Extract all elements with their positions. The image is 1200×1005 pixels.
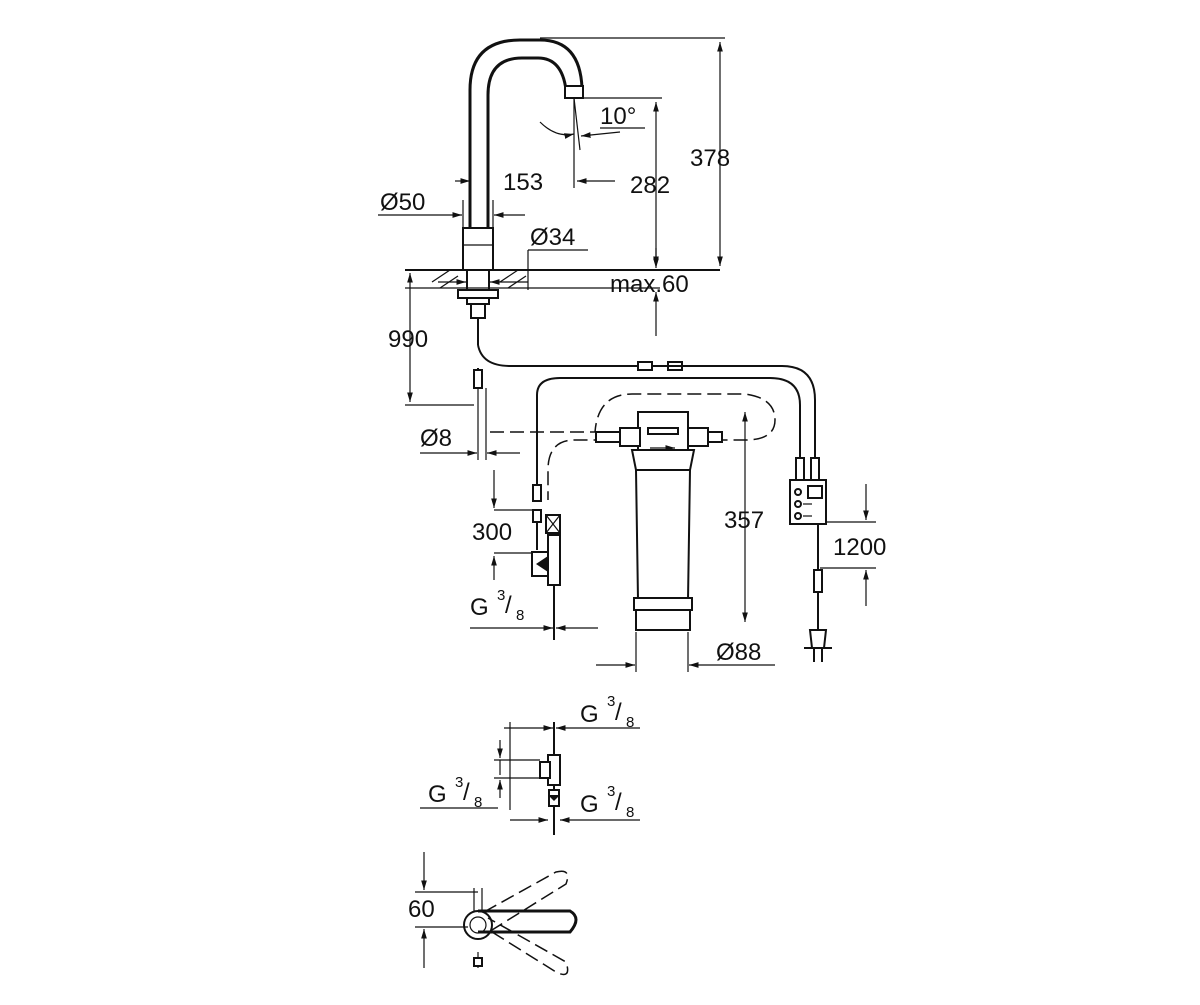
dim-filter-height: 357 xyxy=(724,412,764,622)
thread-numerator-3: 3 xyxy=(455,774,463,791)
dim-filter-diameter: Ø88 xyxy=(596,632,775,672)
dim-base-diameter: Ø50 xyxy=(378,189,525,228)
thread-tee-bottom: G 3 / 8 xyxy=(510,783,640,823)
svg-text:/: / xyxy=(505,592,512,619)
spout-outlet xyxy=(564,85,584,99)
filter-cartridge xyxy=(634,469,692,601)
faucet-hose xyxy=(473,318,816,460)
thread-numerator-1: 3 xyxy=(497,587,505,604)
dim-spout-reach: 153 xyxy=(455,169,615,196)
dashed-hose-route xyxy=(490,393,776,500)
thread-denominator-3: 8 xyxy=(474,794,482,811)
thread-prefix-2: G xyxy=(580,701,599,728)
dim-spout-angle: 10° xyxy=(539,97,645,188)
thread-numerator-4: 3 xyxy=(607,783,615,800)
label-base-diameter: Ø50 xyxy=(380,189,425,216)
label-total-height: 378 xyxy=(690,145,730,172)
label-hose-length: 990 xyxy=(388,326,428,353)
thread-tee-left: G 3 / 8 xyxy=(420,740,540,811)
label-shank-diameter: Ø34 xyxy=(530,224,575,251)
filter-unit xyxy=(595,411,723,631)
label-filter-height: 357 xyxy=(724,507,764,534)
thread-prefix-4: G xyxy=(580,791,599,818)
svg-text:/: / xyxy=(615,699,622,726)
label-hose-diameter: Ø8 xyxy=(420,425,452,452)
label-max-thickness: max.60 xyxy=(610,271,689,298)
thread-prefix-1: G xyxy=(470,594,489,621)
label-spout-height: 282 xyxy=(630,172,670,199)
supply-hose xyxy=(532,377,801,550)
t-connector-detail xyxy=(499,722,561,835)
thread-valve-bottom: G 3 / 8 xyxy=(470,587,598,631)
angle-valve xyxy=(531,514,561,640)
dim-max-thickness: max.60 xyxy=(610,248,689,336)
svg-text:/: / xyxy=(463,779,470,806)
swivel-top-view xyxy=(463,870,578,976)
dim-total-height: 378 xyxy=(540,37,730,266)
label-spout-reach: 153 xyxy=(503,169,543,196)
thread-numerator-2: 3 xyxy=(607,693,615,710)
power-plug xyxy=(808,629,828,649)
control-box xyxy=(789,457,832,662)
dim-connection-length: 300 xyxy=(472,470,532,580)
dim-shank-diameter: Ø34 xyxy=(438,224,588,290)
faucet-base xyxy=(462,227,494,271)
svg-text:/: / xyxy=(615,789,622,816)
thread-denominator-4: 8 xyxy=(626,804,634,821)
dim-swivel-height: 60 xyxy=(408,852,478,968)
label-cable-length: 1200 xyxy=(833,534,886,561)
label-spout-angle: 10° xyxy=(600,103,636,130)
dim-cable-length: 1200 xyxy=(820,484,886,606)
thread-denominator-2: 8 xyxy=(626,714,634,731)
thread-denominator-1: 8 xyxy=(516,607,524,624)
label-swivel-height: 60 xyxy=(408,896,435,923)
thread-prefix-3: G xyxy=(428,781,447,808)
label-filter-diameter: Ø88 xyxy=(716,639,761,666)
dim-hose-length: 990 xyxy=(388,273,474,406)
faucet-body xyxy=(457,38,584,319)
label-connection-length: 300 xyxy=(472,519,512,546)
dim-spout-height: 282 xyxy=(580,97,670,266)
thread-tee-top: G 3 / 8 xyxy=(504,693,640,731)
dim-hose-diameter: Ø8 xyxy=(420,425,520,456)
